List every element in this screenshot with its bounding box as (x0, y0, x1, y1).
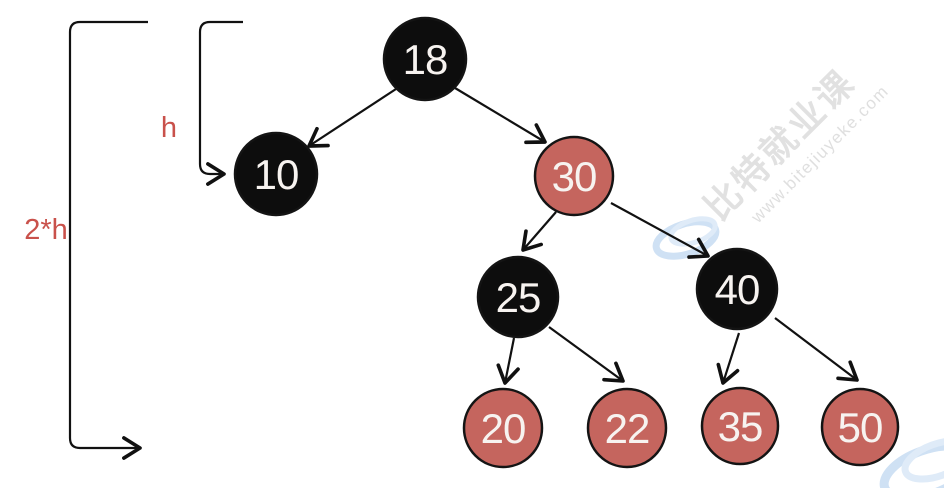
node-circle-red (820, 387, 900, 467)
node-circle-black (695, 247, 779, 331)
watermark: 比特就业课 www.bitejiuyeke.com (697, 62, 893, 229)
tree-node-22: 22 (586, 387, 668, 469)
node-circle-red (586, 387, 668, 469)
node-value: 22 (605, 405, 650, 452)
tree-edge-30-25 (521, 211, 557, 252)
height-label-2h: 2*h (24, 214, 68, 246)
node-value: 40 (715, 266, 760, 313)
annotation-labels: h 2*h (24, 112, 177, 246)
tree-node-40: 40 (695, 247, 779, 331)
tree-node-20: 20 (462, 387, 544, 469)
bracket-h (198, 20, 243, 186)
tree-node-35: 35 (700, 386, 780, 466)
tree-edge-18-30 (454, 87, 547, 145)
bracket-2h (68, 20, 148, 460)
tree-node-18: 18 (382, 16, 468, 102)
node-circle-red (462, 387, 544, 469)
tree-node-30: 30 (533, 135, 615, 217)
node-circle-black (382, 16, 468, 102)
tree-edge-25-20 (496, 337, 520, 385)
tree-node-10: 10 (233, 131, 319, 217)
node-value: 10 (254, 151, 299, 198)
node-value: 25 (496, 274, 541, 321)
tree-edge-18-10 (307, 88, 397, 148)
tree-edges (307, 87, 859, 385)
height-brackets (68, 20, 243, 460)
node-value: 18 (403, 36, 448, 83)
node-circle-black (476, 255, 560, 339)
tree-edge-25-22 (548, 326, 625, 383)
tree-node-50: 50 (820, 387, 900, 467)
height-label-h: h (161, 112, 177, 144)
node-value: 35 (718, 403, 763, 450)
tree-edge-40-50 (774, 317, 859, 382)
node-value: 20 (481, 405, 526, 452)
tree-node-25: 25 (476, 255, 560, 339)
node-circle-red (700, 386, 780, 466)
tree-edge-30-40 (610, 202, 710, 259)
watermark-logo-icon (652, 216, 720, 260)
watermark-logos (652, 216, 944, 488)
tree-nodes: 18 10 30 25 40 20 22 35 50 (233, 16, 900, 469)
node-circle-black (233, 131, 319, 217)
node-value: 30 (552, 153, 597, 200)
node-circle-red (533, 135, 615, 217)
tree-edge-40-35 (716, 332, 741, 385)
node-value: 50 (838, 404, 883, 451)
